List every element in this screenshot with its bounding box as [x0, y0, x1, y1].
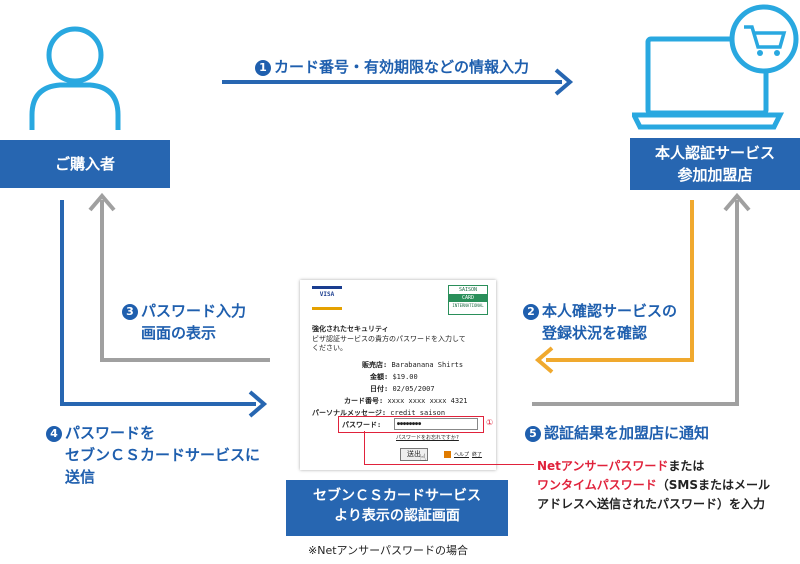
- step5-arrow-head: [723, 192, 751, 212]
- submit-button[interactable]: 送出: [400, 448, 428, 461]
- field-merchant: 販売店: Barabanana Shirts: [362, 361, 464, 369]
- step4-line2: セブンＣＳカードサービスに: [65, 446, 261, 464]
- step5-text: 認証結果を加盟店に通知: [544, 424, 710, 442]
- laptop-cart-icon: [632, 4, 799, 130]
- caption-line1: セブンＣＳカードサービス: [313, 488, 481, 504]
- step1-number: 1: [255, 60, 271, 76]
- exit-link[interactable]: 終了: [472, 452, 483, 458]
- note-connector-horizontal: [364, 464, 534, 465]
- note-line3: アドレスへ送信されたパスワード）を入力: [537, 497, 766, 511]
- field-date: 日付: 02/05/2007: [370, 385, 435, 393]
- caption-line2: より表示の認証画面: [334, 508, 460, 524]
- help-icon: [444, 451, 451, 458]
- step2-line2: 登録状況を確認: [542, 324, 648, 342]
- note-connector-vertical: [364, 431, 365, 465]
- password-field[interactable]: ●●●●●●●●: [394, 418, 478, 430]
- mock-heading: 強化されたセキュリティ: [312, 325, 389, 333]
- step4-arrow-vertical: [60, 200, 64, 406]
- person-icon: [29, 26, 121, 130]
- step2-line1: 本人確認サービスの: [542, 302, 678, 320]
- saison-card-logo: SAISON CARD INTERNATIONAL: [448, 285, 488, 315]
- step2-arrow-horizontal: [546, 358, 694, 362]
- mock-intro-line1: ビザ認証サービスの貴方のパスワードを入力して: [312, 335, 466, 343]
- step3-arrow-vertical: [100, 200, 104, 362]
- step3-line2: 画面の表示: [141, 324, 217, 342]
- step2-arrow-head: [534, 346, 554, 374]
- step4-arrow-head: [248, 390, 268, 418]
- step3-number: 3: [122, 304, 138, 320]
- step4-arrow-horizontal: [60, 402, 256, 406]
- field-card-number: カード番号: xxxx xxxx xxxx 4321: [344, 397, 468, 405]
- auth-screen-caption: セブンＣＳカードサービス より表示の認証画面: [286, 480, 508, 536]
- note-part2-red: ワンタイムパスワード: [537, 478, 657, 492]
- auth-screen-mock: VISA SAISON CARD INTERNATIONAL 強化されたセキュリ…: [300, 280, 496, 470]
- note-part1-rest: または: [668, 459, 705, 473]
- mock-intro-line2: ください。: [312, 344, 347, 352]
- step4-number: 4: [46, 426, 62, 442]
- footnote: ※Netアンサーパスワードの場合: [308, 544, 468, 557]
- step3-arrow-horizontal: [100, 358, 270, 362]
- note-part2-rest: （SMSまたはメール: [656, 478, 770, 492]
- cursor-icon: ☝: [420, 453, 427, 464]
- step1-arrow-head: [554, 68, 574, 96]
- step3-arrow-head: [88, 192, 116, 212]
- password-label: パスワード:: [342, 421, 382, 429]
- visa-logo: VISA: [312, 286, 342, 310]
- step5-number: 5: [525, 426, 541, 442]
- step2-number: 2: [523, 304, 539, 320]
- step5-arrow-vertical: [735, 200, 739, 406]
- step1-text: カード番号・有効期限などの情報入力: [274, 58, 530, 76]
- field-amount: 金額: $19.00: [370, 373, 418, 381]
- password-row-highlight: [338, 416, 484, 433]
- forgot-password-link[interactable]: パスワードをお忘れですか?: [396, 435, 459, 441]
- note-part1-red: Netアンサーパスワード: [537, 459, 669, 473]
- step3-line1: パスワード入力: [141, 302, 247, 320]
- password-marker: ①: [486, 418, 494, 427]
- merchant-label-line2: 参加加盟店: [677, 166, 753, 184]
- buyer-label: ご購入者: [54, 155, 115, 173]
- step4-line3: 送信: [65, 468, 96, 486]
- field-personal-message: パーソナルメッセージ: credit saison: [312, 409, 446, 417]
- merchant-box: 本人認証サービス 参加加盟店: [630, 138, 800, 190]
- step4-line1: パスワードを: [65, 424, 156, 442]
- password-note: Netアンサーパスワードまたは ワンタイムパスワード（SMSまたはメール アドレ…: [537, 457, 770, 514]
- step5-arrow-horizontal: [532, 402, 739, 406]
- help-link[interactable]: ヘルプ: [454, 452, 470, 458]
- step2-arrow-vertical: [690, 200, 694, 362]
- step1-arrow-line: [222, 80, 562, 84]
- merchant-label-line1: 本人認証サービス: [654, 144, 775, 162]
- buyer-box: ご購入者: [0, 140, 170, 188]
